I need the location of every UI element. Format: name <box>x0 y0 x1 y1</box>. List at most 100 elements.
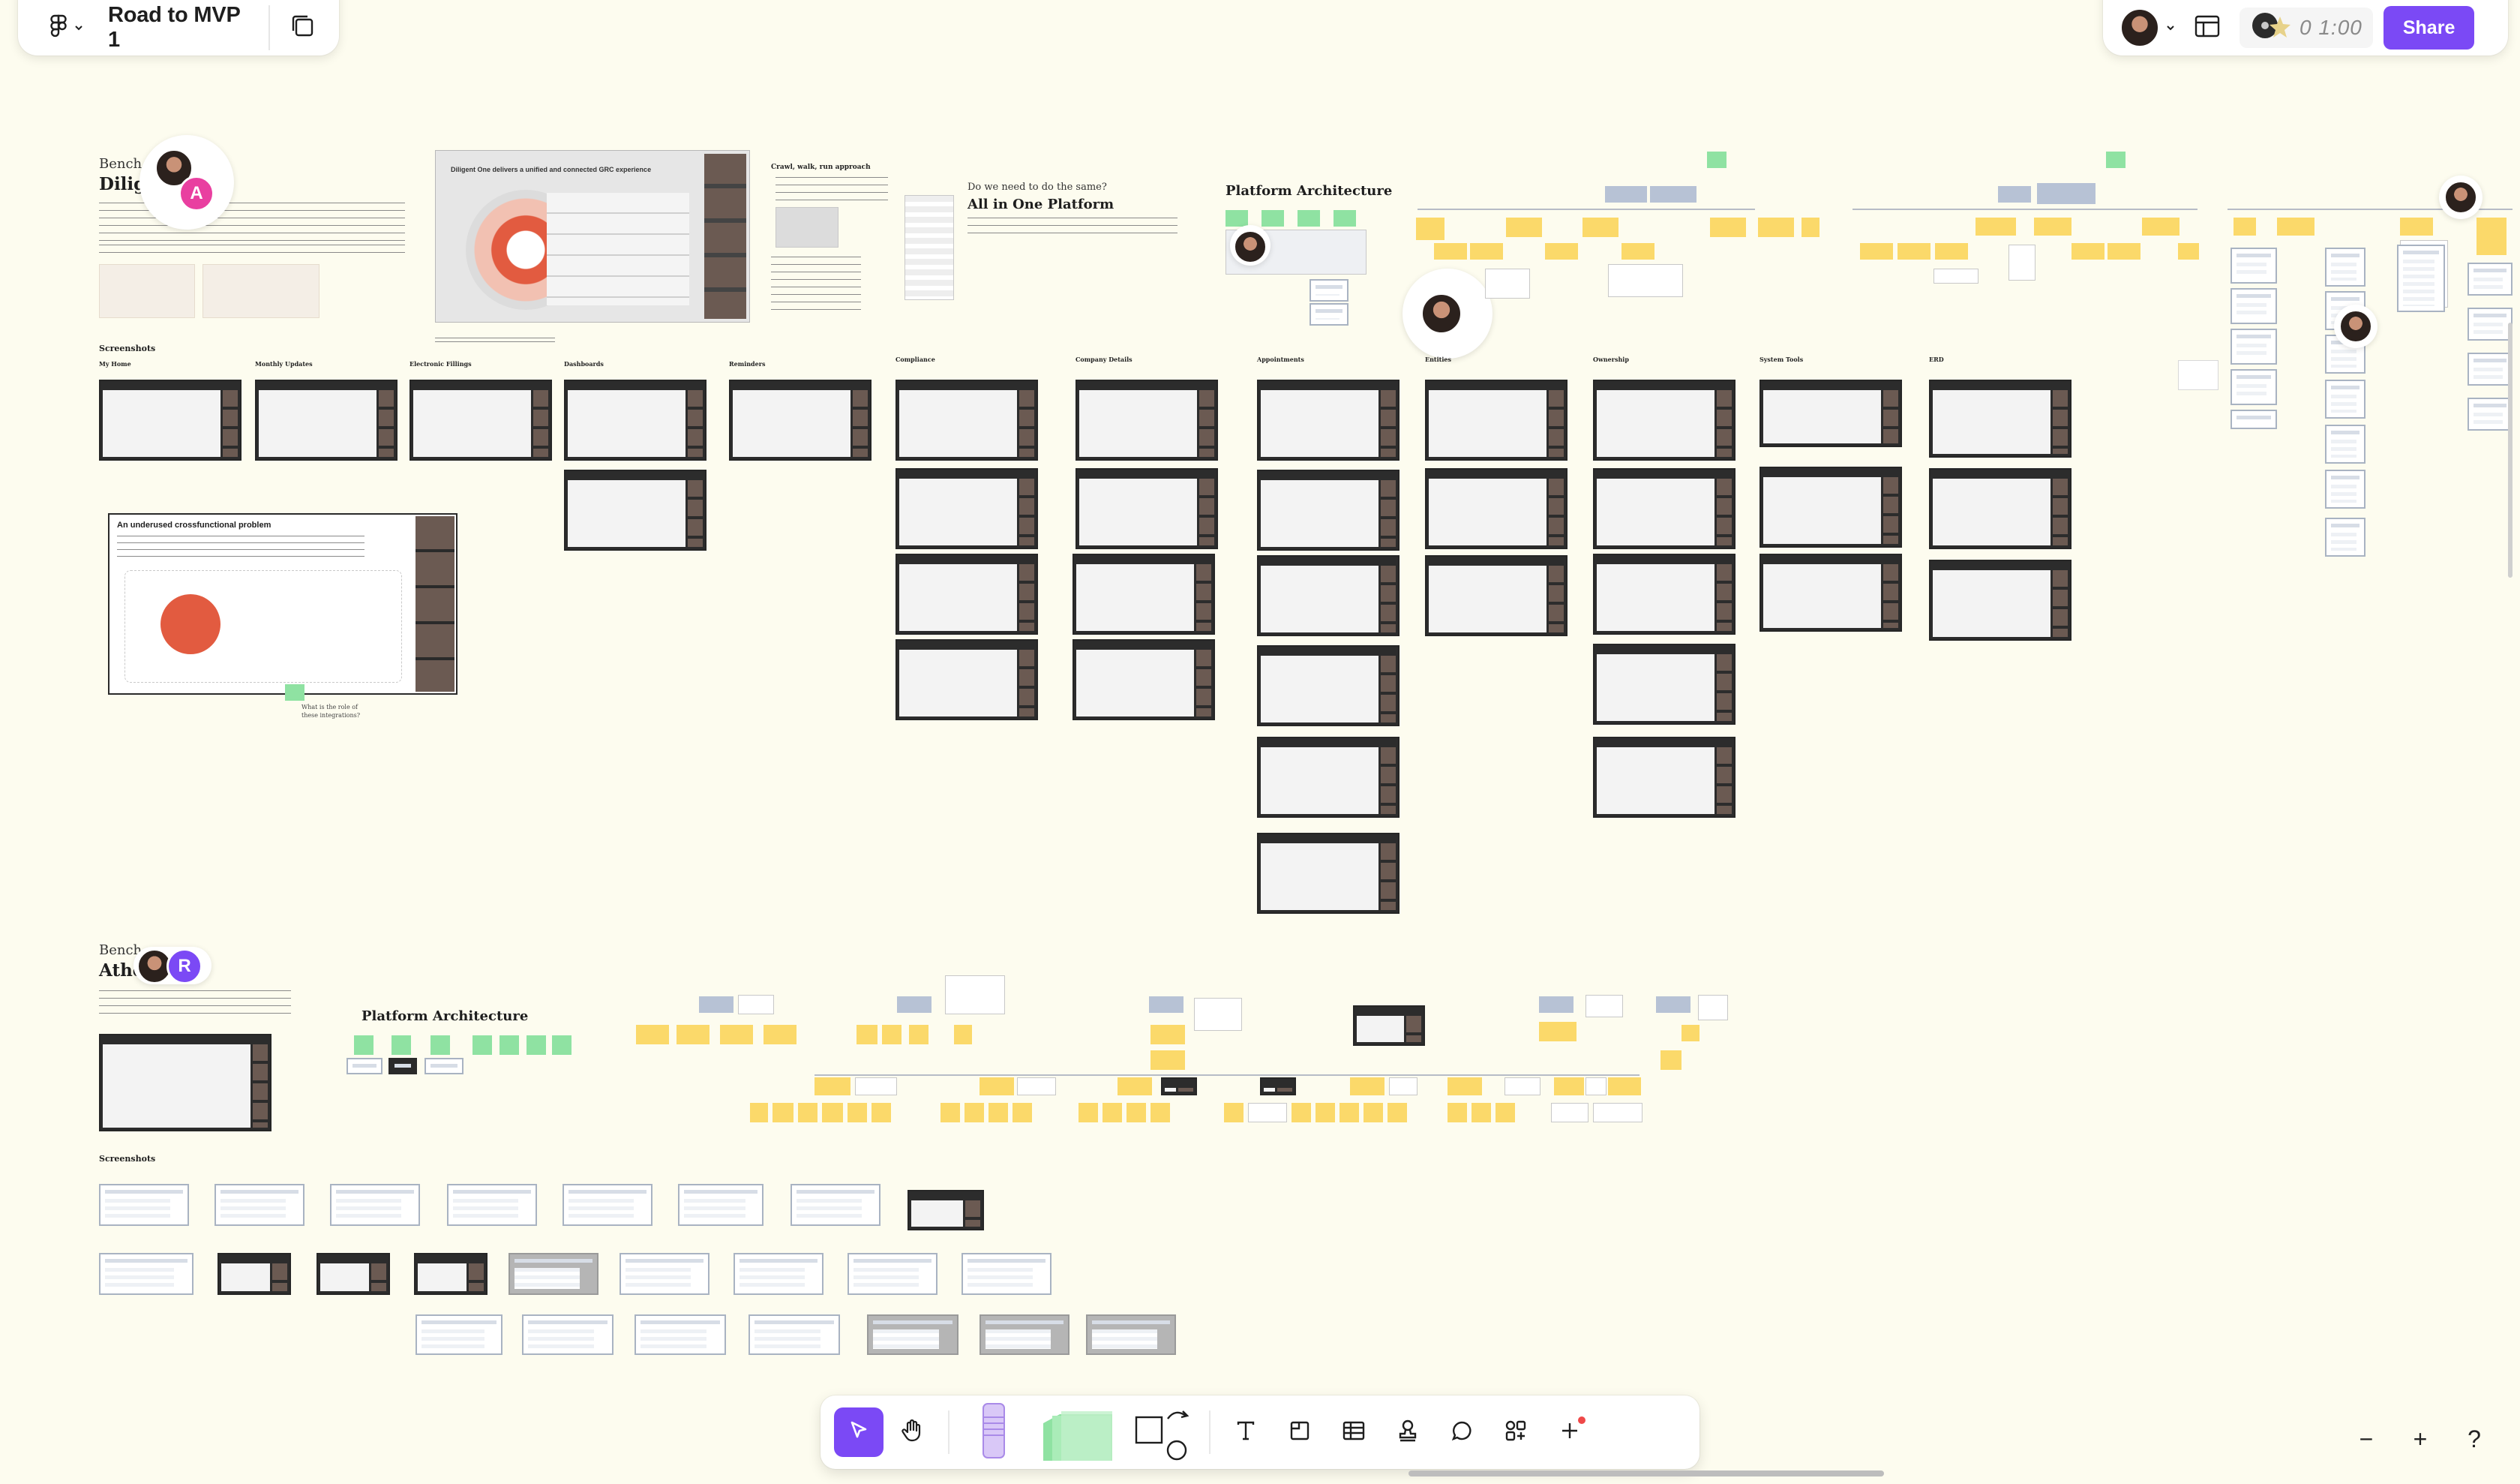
arch2-green-1[interactable] <box>354 1035 374 1055</box>
timer-widget[interactable]: 0 1:00 <box>2240 8 2373 48</box>
ath-row-card-2[interactable] <box>1551 1103 1588 1122</box>
s2-shot-10[interactable] <box>218 1253 291 1295</box>
sitemap-sticky-2[interactable] <box>1434 243 1467 260</box>
sitemap-sticky-14[interactable] <box>1976 218 2016 236</box>
s2-shot-14[interactable] <box>620 1253 710 1295</box>
sitemap-card-1[interactable] <box>1485 269 1530 299</box>
shot-erd-2[interactable] <box>1929 468 2072 549</box>
current-user-button[interactable] <box>2120 8 2175 48</box>
sitemap-sticky-11[interactable] <box>1860 243 1893 260</box>
sitemap-sticky-12[interactable] <box>1898 243 1930 260</box>
shot-ownership-5[interactable] <box>1593 737 1736 818</box>
shot-erd-3[interactable] <box>1929 560 2072 641</box>
sitemap-sticky-20[interactable] <box>2234 218 2256 236</box>
sitemap-head-2[interactable] <box>1650 186 1696 203</box>
hand-tool-button[interactable] <box>888 1407 938 1457</box>
sitemap-sticky-17[interactable] <box>2108 243 2140 260</box>
ath-sticky-13[interactable] <box>1682 1025 1700 1041</box>
shot-company-3[interactable] <box>1072 554 1215 635</box>
arch2-shot-1[interactable] <box>346 1058 382 1074</box>
ath-row-17[interactable] <box>1316 1103 1335 1122</box>
sitemap-sticky-16[interactable] <box>2072 243 2104 260</box>
s2-shot-11[interactable] <box>316 1253 390 1295</box>
sitemap-sticky-5[interactable] <box>1545 243 1578 260</box>
right-col2-shot-4[interactable] <box>2325 380 2366 419</box>
s2-shot-7[interactable] <box>790 1184 880 1226</box>
sitemap-sticky-10[interactable] <box>1802 218 1820 237</box>
widgets-tool-button[interactable] <box>1491 1407 1540 1457</box>
integration-flag[interactable] <box>285 684 304 701</box>
shot-erd-1[interactable] <box>1929 380 2072 458</box>
ath-row-15[interactable] <box>1224 1103 1244 1122</box>
arch2-green-7[interactable] <box>552 1035 572 1055</box>
sitemap-sticky-19[interactable] <box>2178 243 2199 260</box>
ath-sticky-3[interactable] <box>720 1025 753 1044</box>
ath-row-card-3[interactable] <box>1593 1103 1642 1122</box>
ath-row-8[interactable] <box>964 1103 984 1122</box>
right-col2-shot-5[interactable] <box>2325 425 2366 464</box>
ath-row-7[interactable] <box>940 1103 960 1122</box>
tiny-note-cluster[interactable] <box>2178 360 2218 390</box>
ath-low-shot-2[interactable] <box>1260 1077 1296 1095</box>
shot-company-4[interactable] <box>1072 639 1215 720</box>
ath-sticky-1[interactable] <box>636 1025 669 1044</box>
arch1-green-2[interactable] <box>1262 210 1284 227</box>
ath-low-card-4[interactable] <box>1504 1077 1540 1095</box>
ath-card-5[interactable] <box>1698 995 1728 1020</box>
shot-entities-1[interactable] <box>1425 380 1568 461</box>
move-tool-button[interactable] <box>834 1407 884 1457</box>
arch1-green-3[interactable] <box>1298 210 1320 227</box>
right-col-shot-4[interactable] <box>2230 369 2277 405</box>
zoom-out-button[interactable]: − <box>2343 1416 2390 1462</box>
comment-tool-button[interactable] <box>1437 1407 1486 1457</box>
help-button[interactable]: ? <box>2451 1416 2498 1462</box>
ath-low-6[interactable] <box>1554 1077 1584 1095</box>
ath-row-6[interactable] <box>872 1103 891 1122</box>
s2-shot-8[interactable] <box>908 1190 984 1230</box>
sitemap-sticky-13[interactable] <box>1935 243 1968 260</box>
ath-head-1[interactable] <box>699 996 734 1013</box>
right-col-shot-2[interactable] <box>2230 288 2277 324</box>
shot-company-1[interactable] <box>1076 380 1218 461</box>
sticky-tool-button[interactable] <box>1032 1407 1122 1461</box>
ath-low-card-3[interactable] <box>1389 1077 1418 1095</box>
ath-row-11[interactable] <box>1078 1103 1098 1122</box>
sitemap-card-2[interactable] <box>1608 264 1683 297</box>
shot-appointments-3[interactable] <box>1257 555 1400 636</box>
ath-card-1[interactable] <box>738 995 774 1014</box>
arch2-shot-2[interactable] <box>388 1058 417 1074</box>
diligent-one-slide[interactable]: Diligent One delivers a unified and conn… <box>435 150 750 323</box>
bench1-card-right[interactable] <box>202 264 320 318</box>
marker-tool-button[interactable] <box>960 1402 1028 1458</box>
pages-button[interactable] <box>282 7 324 49</box>
sitemap-head-3[interactable] <box>1998 186 2031 203</box>
right-col4-shot-2[interactable] <box>2468 308 2512 341</box>
s2-shot-19[interactable] <box>522 1314 614 1355</box>
ath-low-card-1[interactable] <box>855 1077 897 1095</box>
s2-shot-3[interactable] <box>330 1184 420 1226</box>
ath-head-2[interactable] <box>897 996 932 1013</box>
ath-row-1[interactable] <box>750 1103 768 1122</box>
ath-row-18[interactable] <box>1340 1103 1359 1122</box>
s2-shot-15[interactable] <box>734 1253 824 1295</box>
s2-shot-5[interactable] <box>562 1184 652 1226</box>
s2-shot-9[interactable] <box>99 1253 194 1295</box>
shot-system-3[interactable] <box>1760 554 1902 632</box>
ath-sticky-11[interactable] <box>1539 1022 1576 1041</box>
shot-company-2[interactable] <box>1076 468 1218 549</box>
ath-low-2[interactable] <box>980 1077 1014 1095</box>
ath-head-5[interactable] <box>1656 996 1690 1013</box>
s2-shot-17[interactable] <box>962 1253 1052 1295</box>
sitemap-sticky-4[interactable] <box>1506 218 1542 237</box>
ath-sticky-5[interactable] <box>856 1025 878 1044</box>
s2-shot-18[interactable] <box>416 1314 502 1355</box>
arch2-green-2[interactable] <box>392 1035 411 1055</box>
arch1-green-4[interactable] <box>1334 210 1356 227</box>
ath-row-20[interactable] <box>1388 1103 1407 1122</box>
right-col-shot-1[interactable] <box>2230 248 2277 284</box>
shot-monthly[interactable] <box>255 380 398 461</box>
ath-sticky-12[interactable] <box>1660 1050 1682 1070</box>
sitemap-sticky-18[interactable] <box>2142 218 2180 236</box>
sitemap-sticky-7[interactable] <box>1622 243 1654 260</box>
ath-row-13[interactable] <box>1126 1103 1146 1122</box>
